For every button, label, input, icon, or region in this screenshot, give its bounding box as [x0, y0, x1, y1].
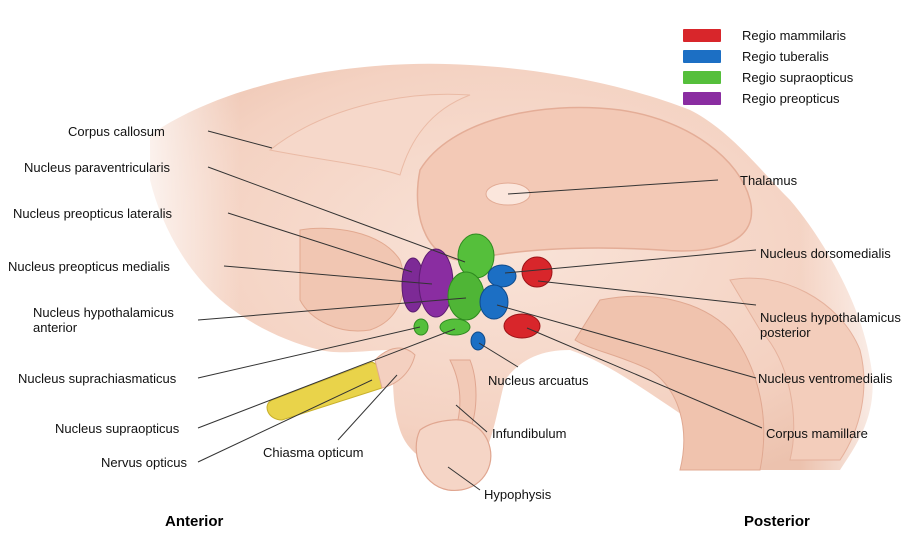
- legend-item-preopticus: Regio preopticus: [683, 90, 840, 106]
- corpus-mamillare: [504, 314, 540, 338]
- legend-item-tuberalis: Regio tuberalis: [683, 48, 829, 64]
- hypophysis-shape: [416, 420, 491, 491]
- legend-label: Regio preopticus: [742, 91, 840, 106]
- label-posterior: Posterior: [744, 513, 810, 530]
- optic-nerve-shape: [267, 362, 386, 420]
- label-nucleus-preopticus-lateralis: Nucleus preopticus lateralis: [13, 206, 172, 221]
- label-chiasma-opticum: Chiasma opticum: [263, 445, 363, 460]
- legend-swatch-purple: [683, 92, 721, 105]
- legend-swatch-red: [683, 29, 721, 42]
- label-nucleus-suprachiasmaticus: Nucleus suprachiasmaticus: [18, 371, 176, 386]
- legend-swatch-green: [683, 71, 721, 84]
- label-corpus-mamillare: Corpus mamillare: [766, 426, 868, 441]
- label-line-1: Nucleus hypothalamicus: [33, 305, 174, 320]
- label-line-2: posterior: [760, 325, 901, 340]
- label-infundibulum: Infundibulum: [492, 426, 566, 441]
- label-line-1: Nucleus hypothalamicus: [760, 310, 901, 325]
- legend-label: Regio supraopticus: [742, 70, 853, 85]
- label-nucleus-supraopticus: Nucleus supraopticus: [55, 421, 179, 436]
- label-nervus-opticus: Nervus opticus: [101, 455, 187, 470]
- legend-label: Regio mammilaris: [742, 28, 846, 43]
- nucleus-hypothalamicus-anterior: [448, 272, 484, 320]
- label-nucleus-hypothalamicus-posterior: Nucleus hypothalamicus posterior: [760, 310, 901, 340]
- label-line-2: anterior: [33, 320, 174, 335]
- legend-item-mammilaris: Regio mammilaris: [683, 27, 846, 43]
- nucleus-arcuatus: [471, 332, 485, 350]
- label-nucleus-dorsomedialis: Nucleus dorsomedialis: [760, 246, 891, 261]
- nucleus-dorsomedialis: [488, 265, 516, 287]
- nucleus-suprachiasmaticus: [414, 319, 428, 335]
- label-thalamus: Thalamus: [740, 173, 797, 188]
- nucleus-paraventricularis: [458, 234, 494, 278]
- legend-swatch-blue: [683, 50, 721, 63]
- nucleus-ventromedialis: [480, 285, 508, 319]
- label-hypophysis: Hypophysis: [484, 487, 551, 502]
- label-nucleus-preopticus-medialis: Nucleus preopticus medialis: [8, 259, 170, 274]
- label-corpus-callosum: Corpus callosum: [68, 124, 165, 139]
- label-nucleus-paraventricularis: Nucleus paraventricularis: [24, 160, 170, 175]
- legend-item-supraopticus: Regio supraopticus: [683, 69, 853, 85]
- label-nucleus-ventromedialis: Nucleus ventromedialis: [758, 371, 892, 386]
- label-nucleus-hypothalamicus-anterior: Nucleus hypothalamicus anterior: [33, 305, 174, 335]
- legend-label: Regio tuberalis: [742, 49, 829, 64]
- label-nucleus-arcuatus: Nucleus arcuatus: [488, 373, 588, 388]
- label-anterior: Anterior: [165, 513, 223, 530]
